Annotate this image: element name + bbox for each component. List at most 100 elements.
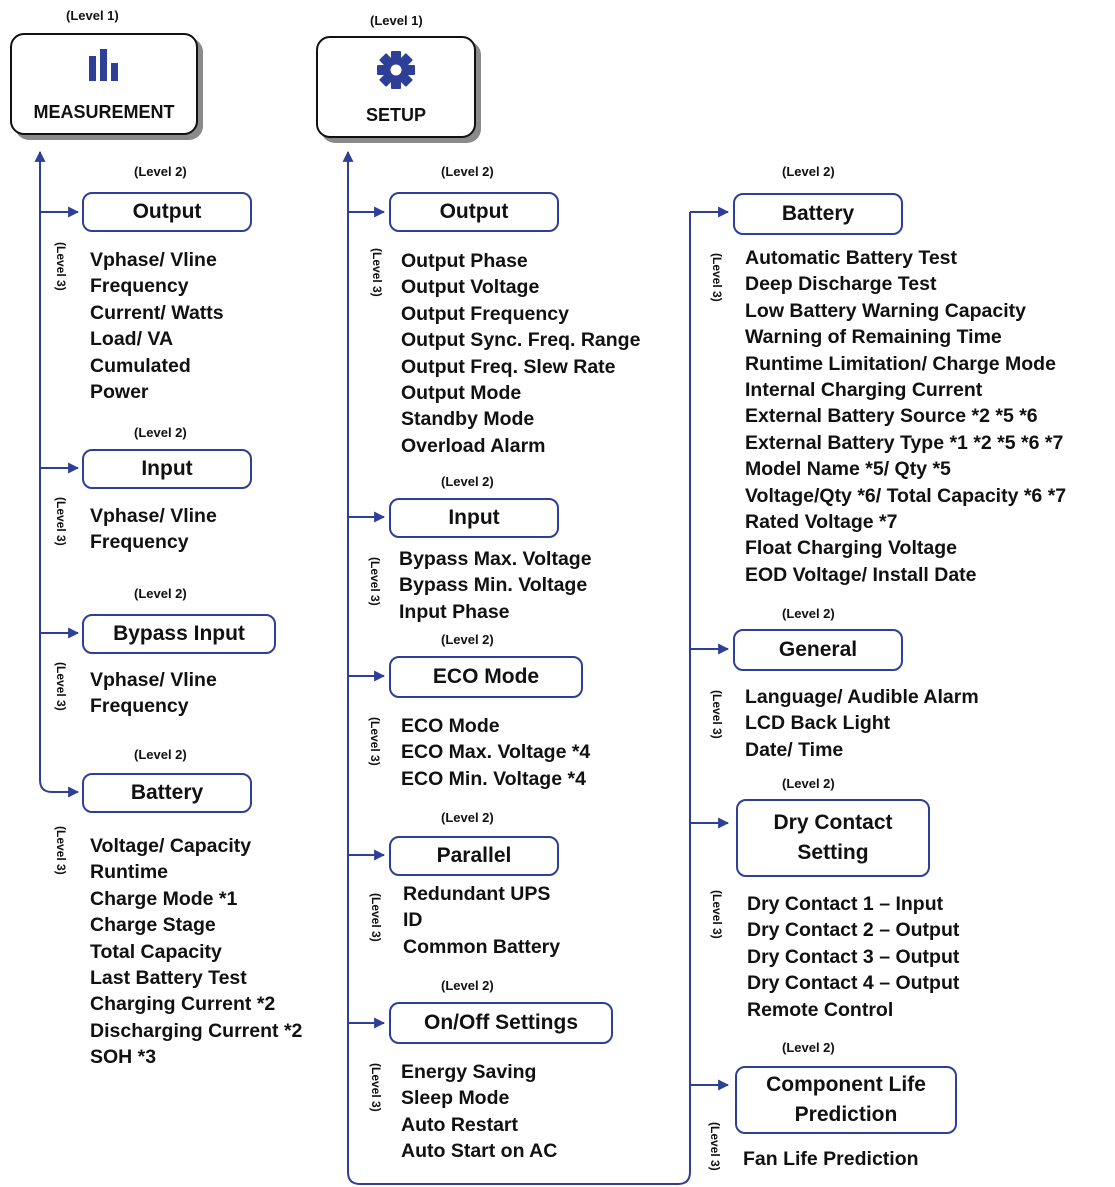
list-item[interactable]: Dry Contact 3 – Output <box>747 945 960 968</box>
setup-root[interactable]: SETUP <box>316 36 476 138</box>
list-item[interactable]: ECO Max. Voltage *4 <box>401 741 591 764</box>
level2-label: (Level 2) <box>782 606 835 621</box>
list-item[interactable]: Fan Life Prediction <box>743 1148 919 1170</box>
list-item[interactable]: Standby Mode <box>401 408 535 431</box>
list-item[interactable]: ECO Mode <box>401 715 500 737</box>
list-item[interactable]: Vphase/ Vline <box>90 669 217 691</box>
list-item[interactable]: Output Frequency <box>401 302 569 325</box>
list-item[interactable]: Runtime Limitation/ Charge Mode <box>745 352 1056 375</box>
list-item[interactable]: External Battery Type *1 *2 *5 *6 *7 <box>745 431 1064 454</box>
setup-general-node[interactable]: General <box>733 629 903 671</box>
list-item[interactable]: Discharging Current *2 <box>90 1019 303 1042</box>
list-item[interactable]: Output Voltage <box>401 276 540 299</box>
list-item[interactable]: Current/ Watts <box>90 301 224 324</box>
setup-output-items: Output Phase Output Voltage Output Frequ… <box>401 248 640 459</box>
list-item[interactable]: Output Freq. Slew Rate <box>401 355 616 378</box>
setup-eco-node[interactable]: ECO Mode <box>389 656 583 698</box>
measurement-root[interactable]: MEASUREMENT <box>10 33 198 135</box>
list-item[interactable]: Runtime <box>90 861 168 884</box>
list-item[interactable]: Language/ Audible Alarm <box>745 686 979 708</box>
list-item[interactable]: External Battery Source *2 *5 *6 <box>745 405 1038 428</box>
measurement-output-node[interactable]: Output <box>82 192 252 232</box>
level3-label: (Level 3) <box>710 253 724 302</box>
list-item[interactable]: Last Battery Test <box>90 967 247 990</box>
list-item[interactable]: Date/ Time <box>745 738 844 761</box>
list-item[interactable]: Frequency <box>90 531 189 554</box>
list-item[interactable]: Low Battery Warning Capacity <box>745 299 1026 322</box>
list-item[interactable]: Redundant UPS <box>403 883 551 905</box>
setup-input-node[interactable]: Input <box>389 498 559 538</box>
setup-eco-items: ECO Mode ECO Max. Voltage *4 ECO Min. Vo… <box>401 713 590 792</box>
list-item[interactable]: Energy Saving <box>401 1061 537 1083</box>
measurement-bypass-node[interactable]: Bypass Input <box>82 614 276 654</box>
list-item[interactable]: Warning of Remaining Time <box>745 326 1002 349</box>
list-item[interactable]: Output Phase <box>401 250 528 272</box>
list-item[interactable]: Charging Current *2 <box>90 993 276 1016</box>
list-item[interactable]: Power <box>90 381 149 404</box>
level3-label: (Level 3) <box>54 826 68 875</box>
list-item[interactable]: Overload Alarm <box>401 434 546 457</box>
list-item[interactable]: Output Sync. Freq. Range <box>401 329 641 352</box>
list-item[interactable]: Dry Contact 4 – Output <box>747 972 960 995</box>
list-item[interactable]: Load/ VA <box>90 328 174 351</box>
level3-label: (Level 3) <box>54 497 68 546</box>
list-item[interactable]: Frequency <box>90 695 189 718</box>
list-item[interactable]: Sleep Mode <box>401 1087 510 1110</box>
list-item[interactable]: Total Capacity <box>90 940 222 963</box>
list-item[interactable]: SOH *3 <box>90 1046 157 1069</box>
list-item[interactable]: Frequency <box>90 275 189 298</box>
list-item[interactable]: Deep Discharge Test <box>745 273 937 296</box>
list-item[interactable]: Vphase/ Vline <box>90 505 217 527</box>
setup-onoff-node[interactable]: On/Off Settings <box>389 1002 613 1044</box>
bar-chart-icon <box>89 49 118 81</box>
setup-onoff-items: Energy Saving Sleep Mode Auto Restart Au… <box>401 1059 557 1165</box>
level2-label: (Level 2) <box>441 978 494 993</box>
list-item[interactable]: Bypass Max. Voltage <box>399 548 592 570</box>
node-title: Parallel <box>436 844 512 867</box>
list-item[interactable]: Dry Contact 1 – Input <box>747 893 944 915</box>
setup-trunk <box>342 150 691 1185</box>
level3-label: (Level 3) <box>708 1122 722 1171</box>
list-item[interactable]: ECO Min. Voltage *4 <box>401 767 586 790</box>
level1-label: (Level 1) <box>370 13 423 28</box>
level3-label: (Level 3) <box>368 557 382 606</box>
level2-label: (Level 2) <box>441 632 494 647</box>
list-item[interactable]: Voltage/ Capacity <box>90 835 252 857</box>
list-item[interactable]: Automatic Battery Test <box>745 247 958 269</box>
level3-label: (Level 3) <box>369 1063 383 1112</box>
list-item[interactable]: Rated Voltage *7 <box>745 511 898 534</box>
list-item[interactable]: Input Phase <box>399 600 510 623</box>
list-item[interactable]: Voltage/Qty *6/ Total Capacity *6 *7 <box>745 484 1067 507</box>
setup-general-items: Language/ Audible Alarm LCD Back Light D… <box>745 684 979 763</box>
list-item[interactable]: Model Name *5/ Qty *5 <box>745 458 951 481</box>
list-item[interactable]: EOD Voltage/ Install Date <box>745 563 977 586</box>
list-item[interactable]: ID <box>403 909 423 932</box>
list-item[interactable]: Auto Start on AC <box>401 1140 558 1163</box>
measurement-trunk <box>34 150 80 798</box>
list-item[interactable]: Auto Restart <box>401 1113 519 1136</box>
node-title-line: Setting <box>797 841 869 864</box>
setup-parallel-node[interactable]: Parallel <box>389 836 559 876</box>
list-item[interactable]: Vphase/ Vline <box>90 249 217 271</box>
list-item[interactable]: Dry Contact 2 – Output <box>747 919 960 942</box>
list-item[interactable]: Internal Charging Current <box>745 379 983 402</box>
list-item[interactable]: Common Battery <box>403 935 561 958</box>
list-item[interactable]: Remote Control <box>747 998 894 1021</box>
measurement-input-node[interactable]: Input <box>82 449 252 489</box>
list-item[interactable]: LCD Back Light <box>745 712 891 735</box>
list-item[interactable]: Float Charging Voltage <box>745 537 957 560</box>
list-item[interactable]: Charge Mode *1 <box>90 887 238 910</box>
setup-output-node[interactable]: Output <box>389 192 559 232</box>
setup-battery-node[interactable]: Battery <box>733 193 903 235</box>
list-item[interactable]: Charge Stage <box>90 914 216 937</box>
node-title: Bypass Input <box>113 622 245 645</box>
list-item[interactable]: Bypass Min. Voltage <box>399 574 588 597</box>
measurement-battery-node[interactable]: Battery <box>82 773 252 813</box>
list-item[interactable]: Cumulated <box>90 354 191 377</box>
measurement-bypass-items: Vphase/ Vline Frequency <box>90 667 217 720</box>
list-item[interactable]: Output Mode <box>401 382 522 405</box>
node-title: Output <box>132 200 202 223</box>
